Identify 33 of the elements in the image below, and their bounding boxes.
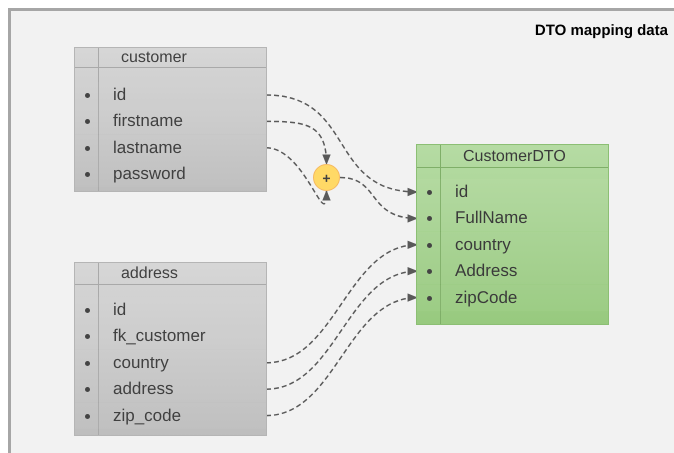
dashed-arrow — [266, 294, 418, 416]
plus-sign: + — [322, 170, 331, 184]
field-row — [417, 258, 608, 284]
field-name: password — [113, 163, 186, 186]
table-heading: CustomerDTO — [417, 145, 608, 168]
table-heading: address — [75, 263, 266, 285]
field-name: id — [455, 181, 468, 203]
field-name: lastname — [113, 136, 182, 159]
table-heading: customer — [75, 48, 266, 68]
field-row — [417, 284, 608, 311]
diagram-title: DTO mapping data — [534, 22, 668, 39]
field-name: zipCode — [455, 286, 518, 309]
field-name: country — [113, 352, 169, 374]
entity-table — [74, 262, 267, 436]
dashed-arrow — [266, 120, 330, 166]
dashed-arrow — [266, 94, 418, 196]
field-name: FullName — [455, 207, 528, 230]
field-name: firstname — [113, 110, 183, 132]
dashed-arrow — [266, 147, 330, 204]
field-row — [417, 205, 608, 232]
entity-table — [416, 144, 609, 325]
field-name: id — [113, 84, 126, 106]
entity-table — [74, 47, 267, 192]
field-name: country — [455, 234, 511, 256]
field-name: Address — [455, 260, 518, 282]
dashed-arrow — [266, 268, 418, 390]
field-name: fk_customer — [113, 325, 206, 348]
field-name: address — [113, 378, 174, 400]
dashed-arrow — [266, 242, 418, 364]
field-name: zip_code — [113, 404, 182, 427]
field-row — [417, 232, 608, 258]
field-name: id — [113, 299, 126, 321]
dashed-arrow — [340, 176, 418, 222]
